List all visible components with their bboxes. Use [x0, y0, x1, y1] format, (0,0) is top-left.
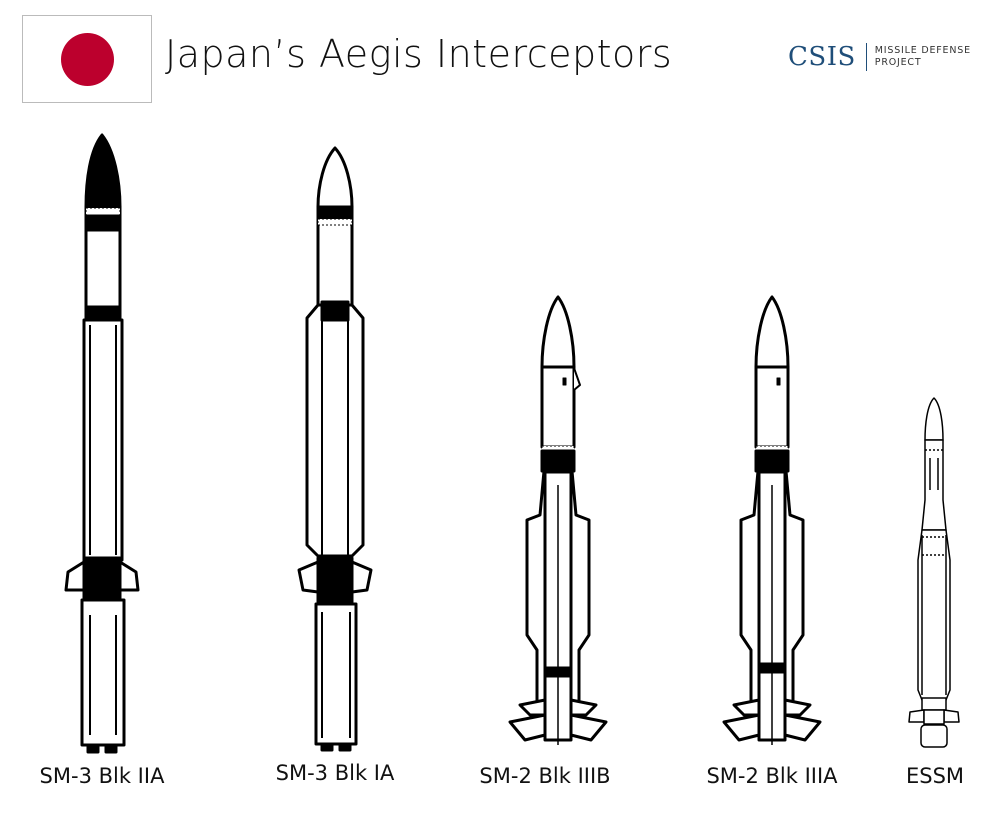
sm3-blk-iia-missile-icon [64, 133, 140, 754]
japan-flag-icon [22, 15, 152, 103]
logo-divider [865, 43, 867, 71]
csis-logo: CSIS MISSILE DEFENSE PROJECT [788, 42, 971, 72]
page-title: Japan’s Aegis Interceptors [165, 32, 673, 76]
missile-label-sm3-blk-ia: SM-3 Blk IA [275, 761, 395, 785]
essm-missile-icon [908, 397, 960, 748]
csis-logo-text: CSIS [788, 42, 856, 72]
missile-label-essm: ESSM [905, 764, 965, 788]
sm2-blk-iiia-missile-icon [722, 295, 822, 745]
flag-sun [61, 33, 114, 86]
missile-label-sm3-blk-iia: SM-3 Blk IIA [39, 764, 165, 788]
logo-project-line1: MISSILE DEFENSE [874, 45, 971, 56]
missile-label-sm2-blk-iiib: SM-2 Blk IIIB [479, 764, 611, 788]
logo-project-line2: PROJECT [874, 57, 922, 68]
sm2-blk-iiib-missile-icon [508, 295, 608, 745]
sm3-blk-ia-missile-icon [297, 146, 373, 752]
missile-label-sm2-blk-iiia: SM-2 Blk IIIA [706, 764, 838, 788]
logo-project-text: MISSILE DEFENSE PROJECT [875, 45, 971, 69]
